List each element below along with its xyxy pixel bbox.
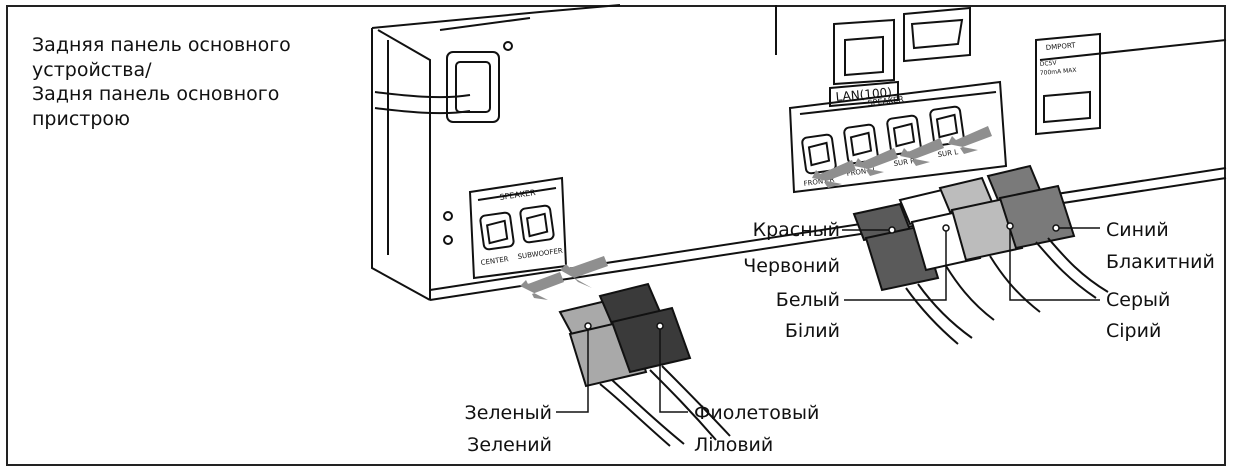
gray-label-uk: Сірий bbox=[1106, 320, 1162, 342]
violet-connector bbox=[598, 282, 731, 441]
lan-label: LAN(100) bbox=[835, 85, 892, 104]
sur-r-label: SUR R bbox=[893, 157, 916, 168]
white-label-ru: Белый bbox=[775, 289, 840, 311]
speaker-label-left: SPEAKER bbox=[499, 188, 537, 202]
green-label-uk: Зелений bbox=[467, 434, 552, 456]
red-label-uk: Червоний bbox=[743, 255, 840, 277]
blue-label-ru: Синий bbox=[1106, 219, 1169, 241]
title-line-2: устройства/ bbox=[32, 58, 152, 81]
sur-l-label: SUR L bbox=[937, 148, 959, 159]
title-line-3: Задня панель основного bbox=[32, 83, 280, 105]
dc-rating-label: DC5V bbox=[1040, 59, 1058, 68]
center-label: CENTER bbox=[480, 255, 509, 267]
diagram-title: Задняя панель основного устройства/ Задн… bbox=[32, 33, 291, 131]
insert-arrows bbox=[520, 126, 992, 300]
dc-current-label: 700mA MAX bbox=[1040, 67, 1077, 77]
white-label-uk: Білий bbox=[784, 320, 840, 342]
dmport-label: DMPORT bbox=[1045, 41, 1076, 52]
leader-dots bbox=[584, 222, 1060, 330]
green-label-ru: Зеленый bbox=[464, 402, 552, 424]
gray-label-ru: Серый bbox=[1106, 289, 1171, 311]
red-label-ru: Красный bbox=[752, 219, 840, 241]
blue-label-uk: Блакитний bbox=[1106, 251, 1215, 273]
title-line-4: пристрою bbox=[32, 107, 131, 130]
violet-label-ru: Фиолетовый bbox=[694, 402, 820, 424]
title-line-1: Задняя панель основного bbox=[32, 34, 291, 56]
violet-label-uk: Ліловий bbox=[694, 434, 774, 456]
subwoofer-label: SUBWOOFER bbox=[517, 247, 563, 261]
speaker-label-right: SPEAKER bbox=[867, 95, 905, 108]
leader-lines bbox=[556, 226, 1100, 413]
